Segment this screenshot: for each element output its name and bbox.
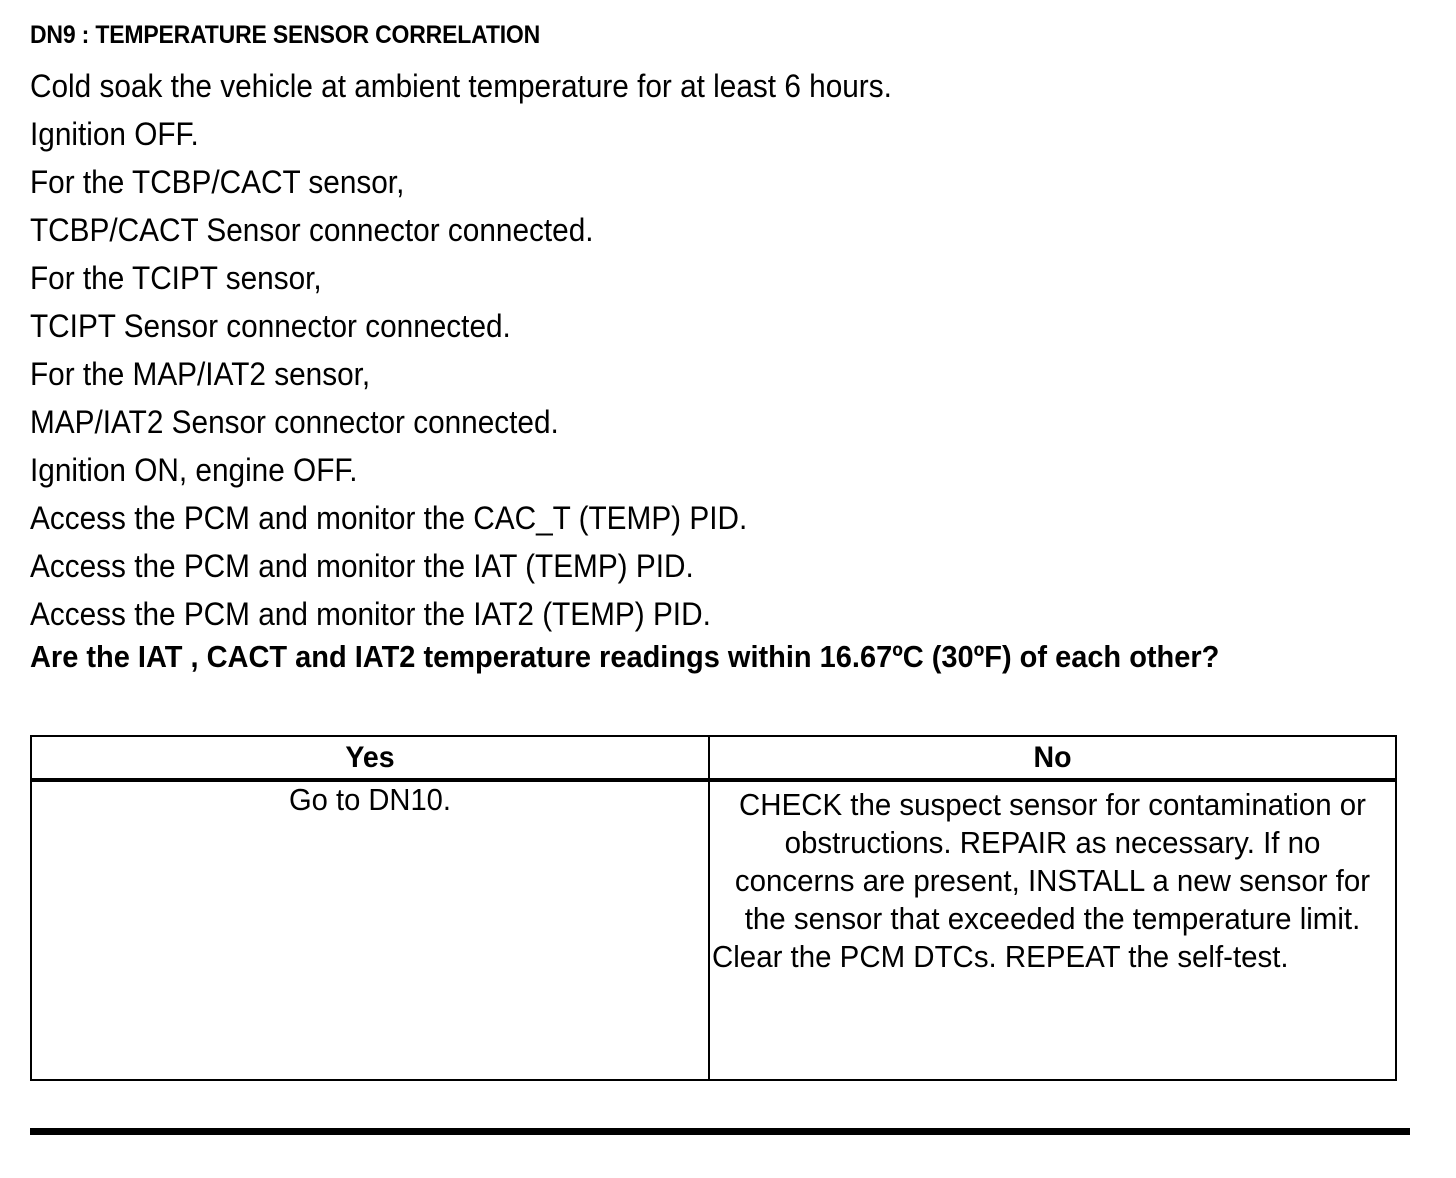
table-row: Go to DN10. CHECK the suspect sensor for…: [30, 779, 1397, 1081]
step-line: TCIPT Sensor connector connected.: [30, 308, 511, 344]
page-title: DN9 : TEMPERATURE SENSOR CORRELATION: [30, 21, 541, 49]
yes-action-cell: Go to DN10.: [30, 779, 710, 1081]
no-action-block: CHECK the suspect sensor for contaminati…: [710, 782, 1395, 976]
no-action-paragraph-2: Clear the PCM DTCs. REPEAT the self-test…: [712, 939, 1289, 974]
no-action-paragraph-1: CHECK the suspect sensor for contaminati…: [734, 787, 1371, 936]
yes-action-text: Go to DN10.: [289, 782, 451, 817]
column-header-no: No: [725, 735, 1380, 782]
step-line: For the TCIPT sensor,: [30, 260, 322, 296]
table-header-row: Yes No: [31, 735, 1396, 782]
step-line: Cold soak the vehicle at ambient tempera…: [30, 68, 892, 104]
step-line: For the MAP/IAT2 sensor,: [30, 356, 371, 392]
procedure-step-list: Cold soak the vehicle at ambient tempera…: [30, 62, 1430, 638]
section-divider-rule: [30, 1128, 1410, 1135]
step-line: Access the PCM and monitor the IAT2 (TEM…: [30, 596, 711, 632]
column-header-yes: Yes: [47, 735, 693, 782]
no-action-cell: CHECK the suspect sensor for contaminati…: [708, 779, 1397, 1081]
step-line: Ignition ON, engine OFF.: [30, 452, 358, 488]
step-line: Ignition OFF.: [30, 116, 199, 152]
step-line: Access the PCM and monitor the CAC_T (TE…: [30, 500, 748, 536]
step-line: For the TCBP/CACT sensor,: [30, 164, 405, 200]
decision-question: Are the IAT , CACT and IAT2 temperature …: [30, 639, 1220, 674]
step-line: MAP/IAT2 Sensor connector connected.: [30, 404, 559, 440]
decision-table: Yes No Go to DN10. CHECK the suspect sen…: [30, 735, 1397, 1081]
step-line: TCBP/CACT Sensor connector connected.: [30, 212, 594, 248]
step-line: Access the PCM and monitor the IAT (TEMP…: [30, 548, 694, 584]
